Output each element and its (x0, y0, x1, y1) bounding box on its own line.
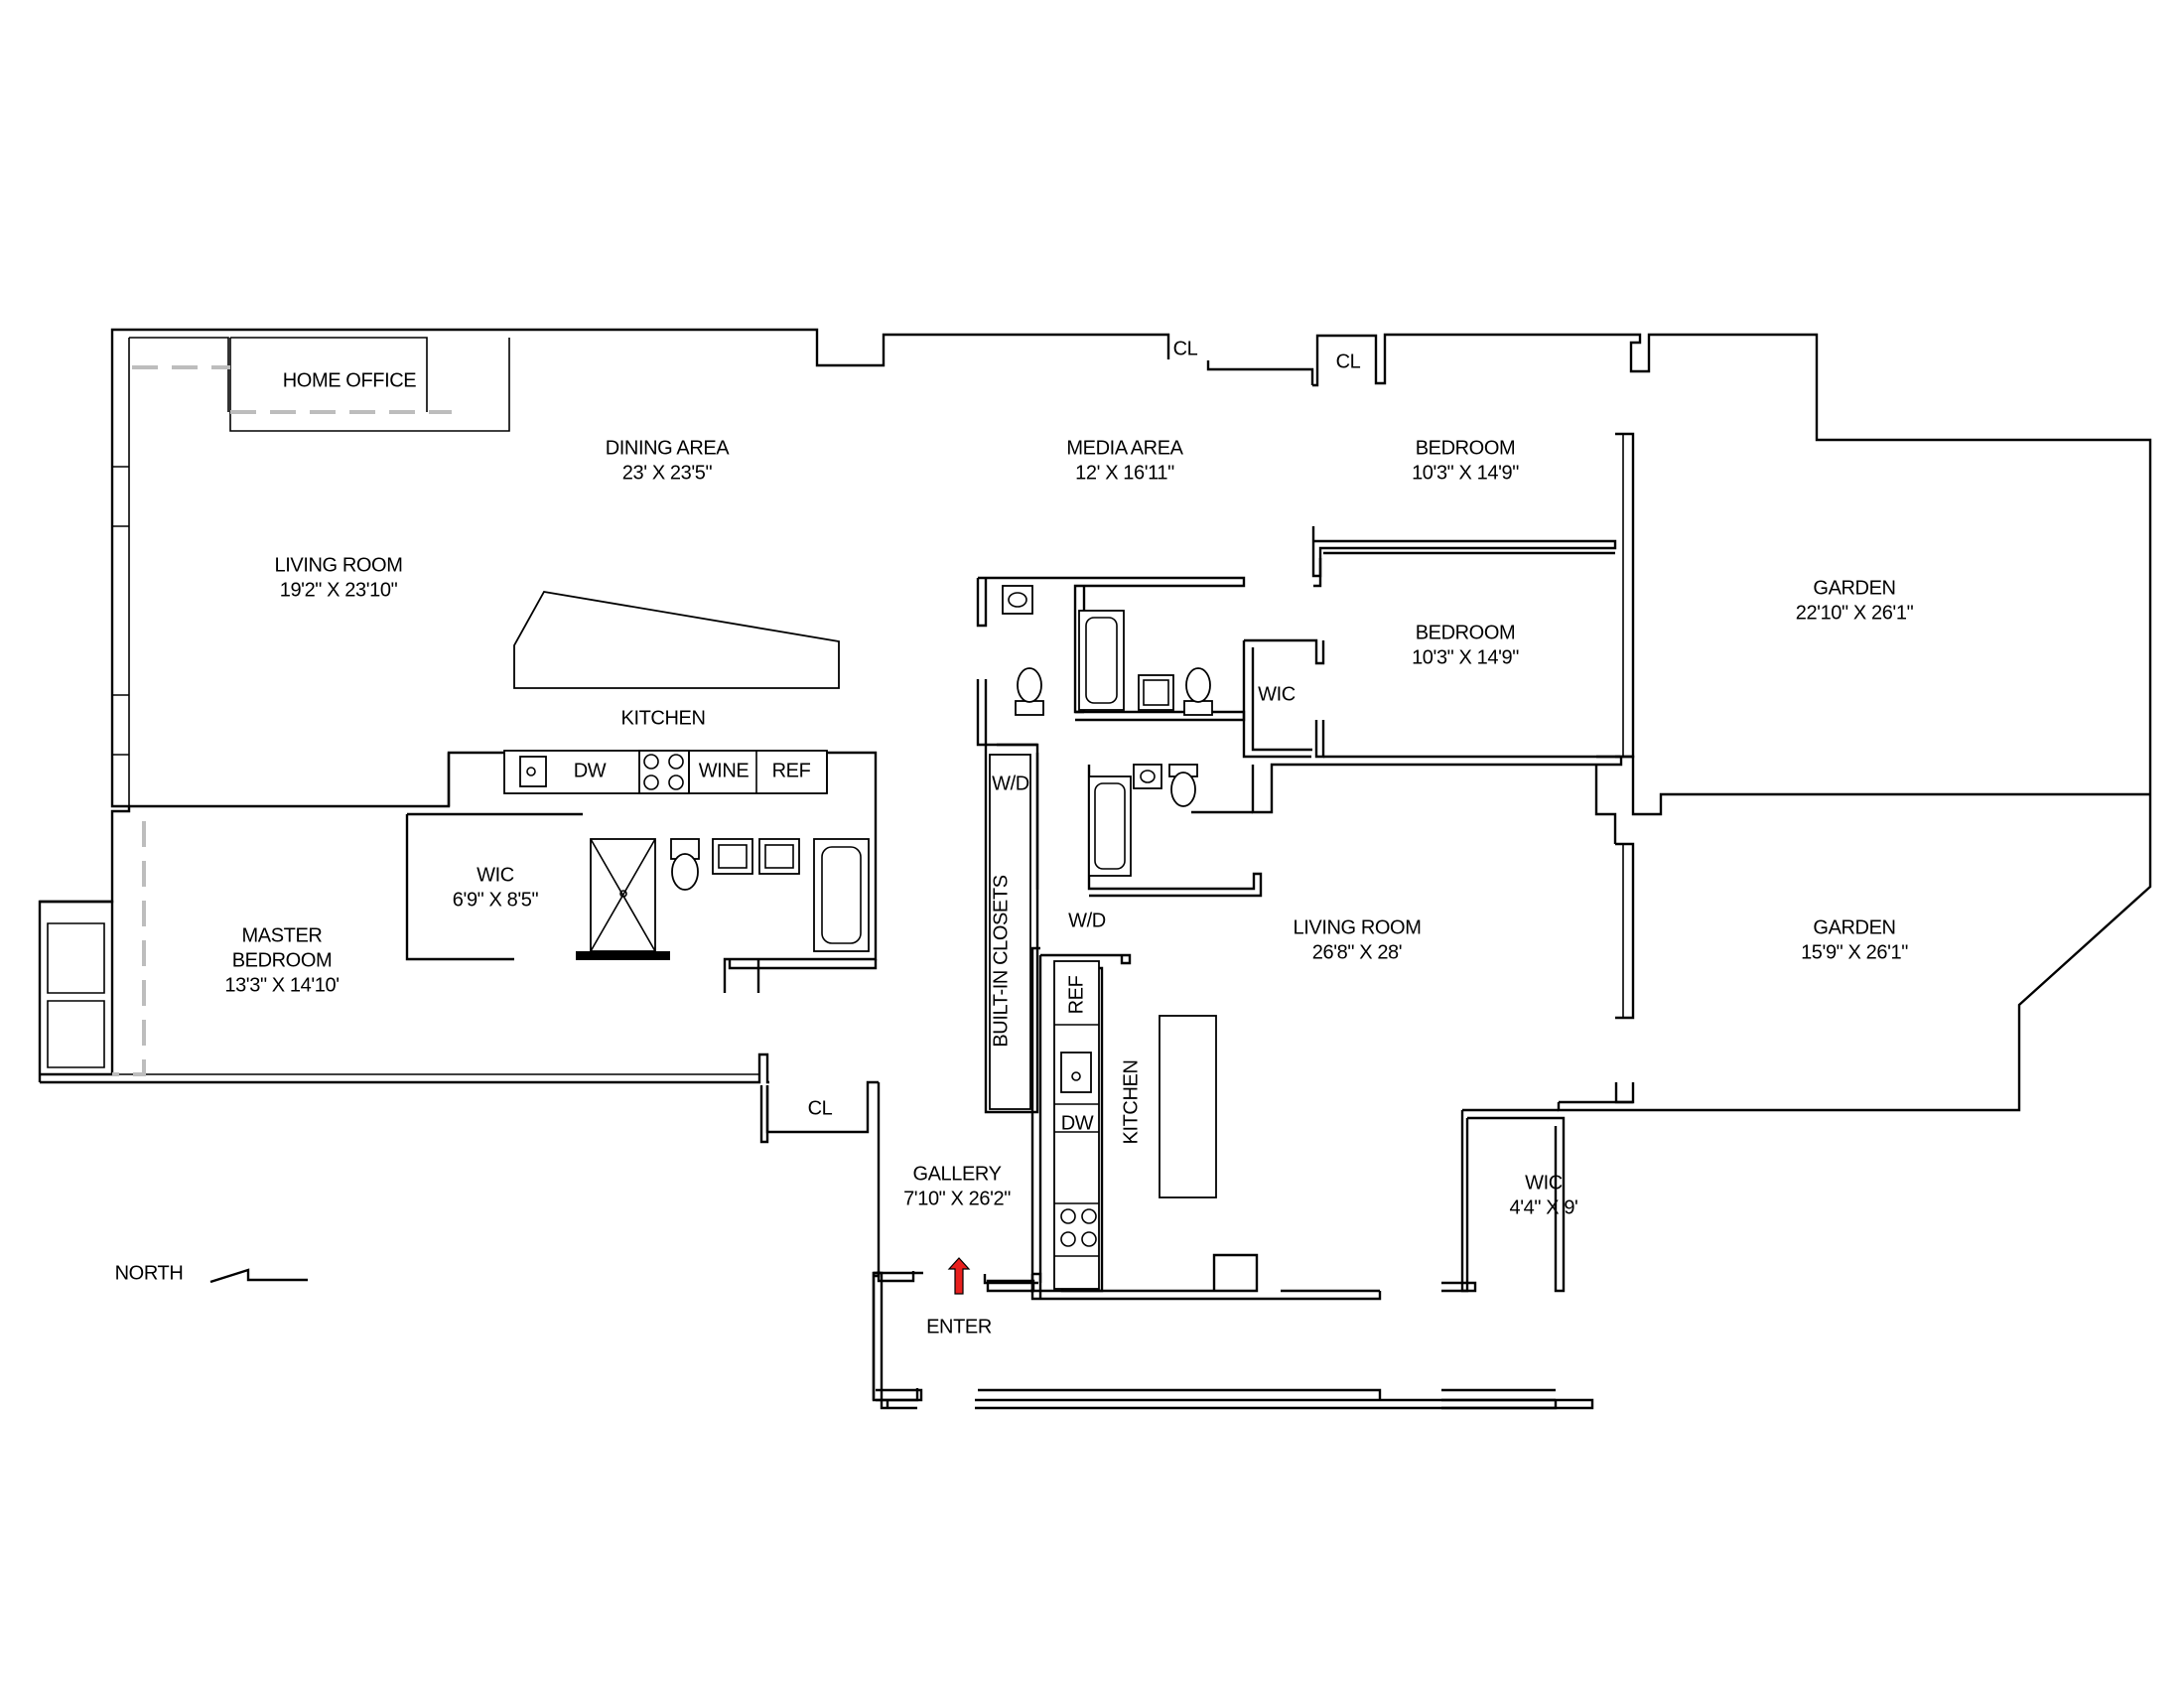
bedroom-2-label: BEDROOM (1416, 622, 1516, 643)
closet-lower-label: CL (808, 1097, 833, 1119)
washer-dryer-2-label: W/D (1068, 910, 1106, 931)
dining-area-label: DINING AREA (606, 437, 731, 459)
dining-area-dims: 23' X 23'5" (622, 462, 713, 484)
toilet-2 (1015, 700, 1044, 716)
wic-small-dims: 4'4" X 9' (1510, 1196, 1578, 1218)
built-in-closets-block (989, 754, 1031, 1110)
media-area-dims: 12' X 16'11" (1075, 462, 1174, 484)
kitchen-1-label: KITCHEN (621, 707, 706, 729)
bathtub-1 (813, 838, 870, 952)
north-arrow-icon (209, 1268, 308, 1284)
compass: NORTH (115, 1262, 308, 1284)
media-area-label: MEDIA AREA (1066, 437, 1183, 459)
built-in-closets-label: BUILT-IN CLOSETS (990, 875, 1012, 1047)
entry-arrow-icon (947, 1257, 971, 1295)
wine-fridge-label: WINE (699, 760, 750, 781)
fixture-labels: CL CL CL DW WINE REF W/D W/D BUILT-IN CL… (574, 338, 1361, 1134)
gallery-label: GALLERY (912, 1163, 1001, 1185)
garden-1-label: GARDEN (1813, 577, 1895, 599)
sink-3 (1002, 585, 1033, 615)
living-room-1-dims: 19'2" X 23'10" (280, 579, 398, 601)
wic-small-label: WIC (1525, 1172, 1563, 1194)
master-bedroom-label-line2: BEDROOM (232, 949, 333, 971)
living-room-2-dims: 26'8" X 28' (1312, 941, 1402, 963)
kitchen-island-2 (1159, 1015, 1217, 1198)
wic-master-label: WIC (477, 864, 514, 886)
living-room-2-label: LIVING ROOM (1294, 916, 1422, 938)
living-room-1-label: LIVING ROOM (275, 554, 403, 576)
closet-top-2-label: CL (1336, 351, 1361, 372)
walls (38, 328, 2152, 1410)
refrigerator-2-label: REF (1065, 975, 1087, 1014)
toilet-3 (1183, 700, 1213, 716)
entry-marker: ENTER (926, 1257, 992, 1337)
wic-bedroom-label: WIC (1258, 683, 1296, 705)
master-bedroom-label-line1: MASTER (242, 924, 323, 946)
kitchen-island (513, 591, 840, 689)
fixtures (503, 585, 1217, 1290)
refrigerator-1-label: REF (772, 760, 811, 781)
closet-top-1-label: CL (1173, 338, 1198, 359)
gallery-dims: 7'10" X 26'2" (903, 1188, 1011, 1209)
north-label: NORTH (115, 1262, 184, 1284)
dishwasher-1-label: DW (574, 760, 607, 781)
wic-master-dims: 6'9" X 8'5" (453, 889, 539, 911)
cooktop-1 (638, 750, 690, 794)
master-bedroom-dims: 13'3" X 14'10' (224, 974, 339, 996)
washer-dryer-1-label: W/D (992, 773, 1029, 794)
garden-1-dims: 22'10" X 26'1" (1796, 602, 1914, 624)
garden-2-dims: 15'9" X 26'1" (1801, 941, 1908, 963)
dishwasher-2-label: DW (1061, 1112, 1094, 1134)
enter-label: ENTER (926, 1316, 992, 1337)
bathtub-3 (1088, 775, 1132, 877)
bedroom-1-label: BEDROOM (1416, 437, 1516, 459)
kitchen-2-label: KITCHEN (1120, 1060, 1142, 1145)
kitchen-counter-2 (1053, 960, 1100, 1290)
garden-2-label: GARDEN (1813, 916, 1895, 938)
room-labels: HOME OFFICE DINING AREA 23' X 23'5" MEDI… (224, 369, 1914, 1218)
dashed-partitions (112, 365, 655, 1076)
bedroom-2-dims: 10'3" X 14'9" (1412, 646, 1519, 668)
bedroom-1-dims: 10'3" X 14'9" (1412, 462, 1519, 484)
home-office-label: HOME OFFICE (283, 369, 417, 391)
